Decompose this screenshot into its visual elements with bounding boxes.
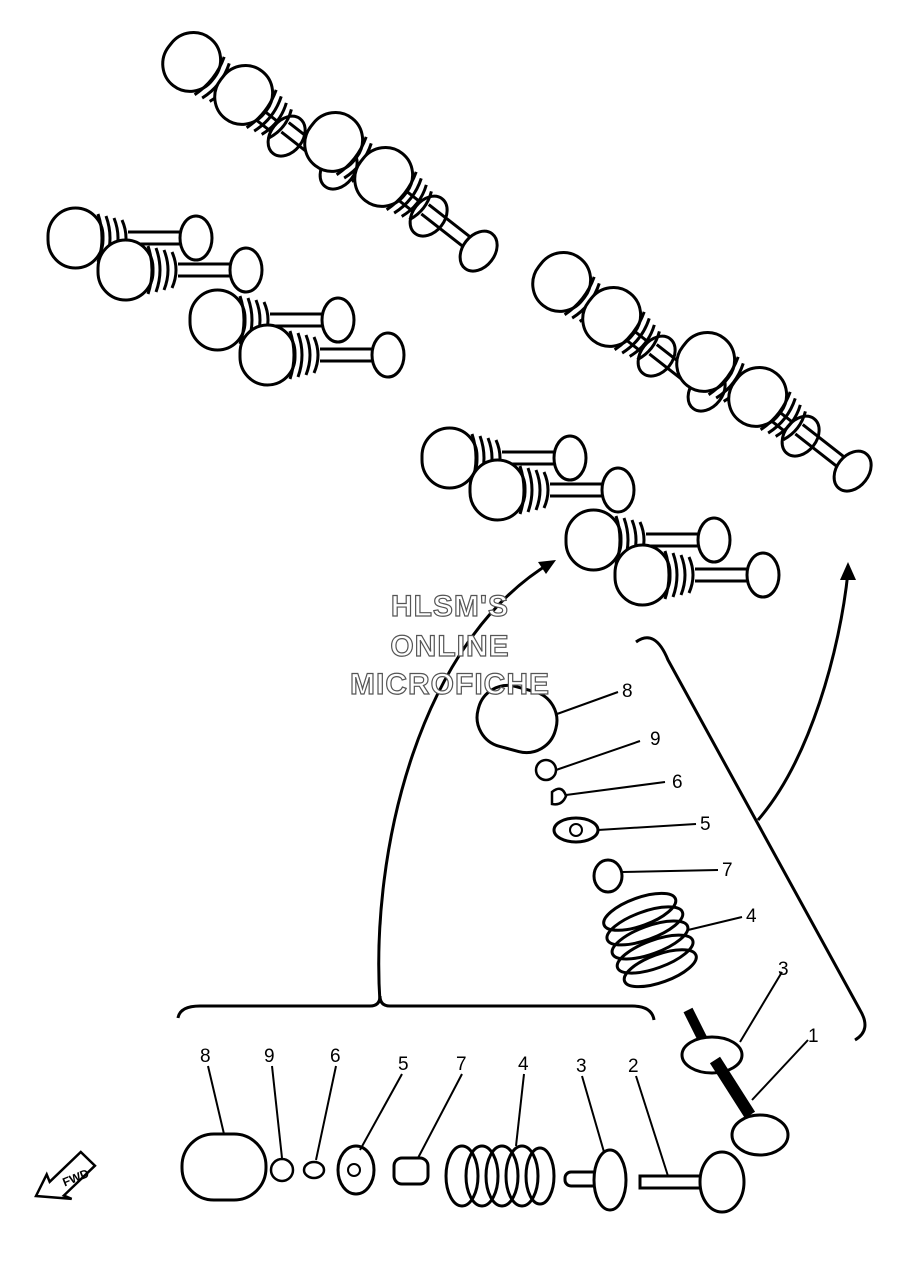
forward-arrow-icon: FWD bbox=[25, 1147, 105, 1213]
valve-spring bbox=[602, 891, 698, 989]
diagonal-parts-stack bbox=[475, 683, 790, 1157]
pointer-arrow-left bbox=[377, 560, 553, 1004]
callout-stack-9: 9 bbox=[650, 729, 661, 750]
callout-row-7: 7 bbox=[456, 1054, 467, 1075]
callout-stack-7: 7 bbox=[722, 860, 733, 881]
valve-cluster-left bbox=[46, 206, 406, 387]
stack-bracket bbox=[635, 636, 867, 1042]
callout-row-9: 9 bbox=[264, 1046, 275, 1067]
watermark-line-2: ONLINE bbox=[390, 629, 510, 663]
spring-seat bbox=[680, 1035, 744, 1075]
watermark-line-3: MICROFICHE bbox=[349, 667, 550, 701]
callout-stack-8: 8 bbox=[622, 681, 633, 702]
valve-head-row bbox=[698, 1150, 746, 1214]
stack-leader-lines bbox=[555, 691, 809, 1101]
callout-stack-6: 6 bbox=[672, 772, 683, 793]
callout-row-6: 6 bbox=[330, 1046, 341, 1067]
valve-spring-row bbox=[444, 1144, 556, 1208]
callout-row-8: 8 bbox=[200, 1046, 211, 1067]
tappet-bucket-row bbox=[180, 1132, 268, 1202]
adjusting-pad bbox=[534, 758, 558, 782]
callout-row-2: 2 bbox=[628, 1056, 639, 1077]
callout-stack-5: 5 bbox=[700, 814, 711, 835]
row-bracket bbox=[176, 995, 656, 1021]
horizontal-parts-row bbox=[180, 1132, 746, 1214]
valve-stem bbox=[709, 1056, 756, 1119]
oil-seal bbox=[592, 858, 624, 894]
adjusting-pad-row bbox=[269, 1157, 295, 1183]
spring-seat-row bbox=[592, 1148, 628, 1212]
valve-cluster-right-middle bbox=[420, 426, 781, 607]
callout-stack-4: 4 bbox=[746, 906, 757, 927]
watermark-line-1: HLSM'S bbox=[390, 589, 510, 623]
callout-row-4: 4 bbox=[518, 1054, 529, 1075]
pointer-arrow-right bbox=[756, 571, 850, 821]
valve-cotter bbox=[550, 787, 568, 806]
callout-row-3: 3 bbox=[576, 1056, 587, 1077]
callout-row-5: 5 bbox=[398, 1054, 409, 1075]
callout-stack-1: 1 bbox=[808, 1026, 819, 1047]
callout-stack-3: 3 bbox=[778, 959, 789, 980]
tappet-bucket bbox=[475, 683, 559, 755]
valve-head bbox=[730, 1113, 790, 1157]
row-leader-lines bbox=[207, 1065, 669, 1177]
valve-stem-row bbox=[638, 1174, 710, 1190]
valve-cotter-row bbox=[302, 1160, 326, 1180]
oil-seal-row bbox=[392, 1156, 430, 1186]
